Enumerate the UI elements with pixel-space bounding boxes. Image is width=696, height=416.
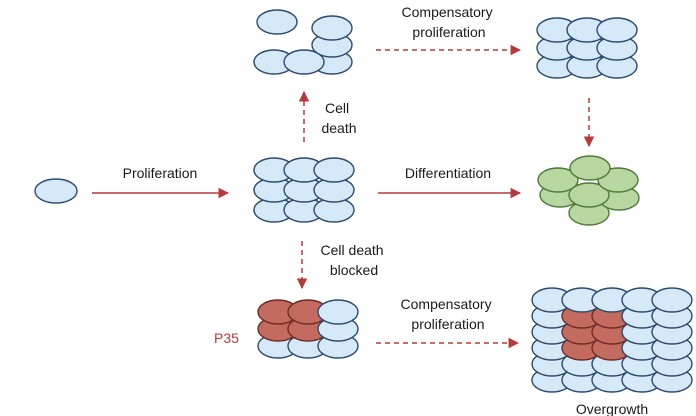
cell	[596, 17, 638, 43]
overgrowth-cluster	[531, 287, 693, 393]
p35-label: P35	[214, 330, 239, 346]
cell	[569, 155, 611, 181]
differentiation-label: Differentiation	[405, 165, 491, 181]
cell	[537, 167, 579, 193]
compensatory-label-bottom: Compensatory proliferation	[401, 296, 496, 332]
cell	[317, 299, 359, 325]
cell	[311, 15, 353, 41]
differentiated-cluster	[537, 155, 640, 226]
compensated-cluster-top	[536, 17, 638, 79]
cell	[568, 182, 610, 208]
cell	[34, 178, 78, 204]
overgrowth-label: Overgrowth	[576, 401, 648, 416]
cell	[651, 287, 693, 313]
cell-death-label: Cell death	[321, 100, 356, 136]
single-cell	[34, 178, 78, 204]
proliferation-label: Proliferation	[123, 165, 198, 181]
cell	[313, 157, 355, 183]
compensatory-label-top: Compensatory proliferation	[402, 4, 497, 40]
cell	[256, 9, 298, 35]
cell-death-blocked-label: Cell death blocked	[321, 242, 388, 278]
p35-blocked-cluster	[257, 299, 359, 359]
proliferated-cluster	[253, 157, 355, 223]
cell	[283, 49, 325, 75]
cell-death-cluster	[253, 9, 353, 75]
